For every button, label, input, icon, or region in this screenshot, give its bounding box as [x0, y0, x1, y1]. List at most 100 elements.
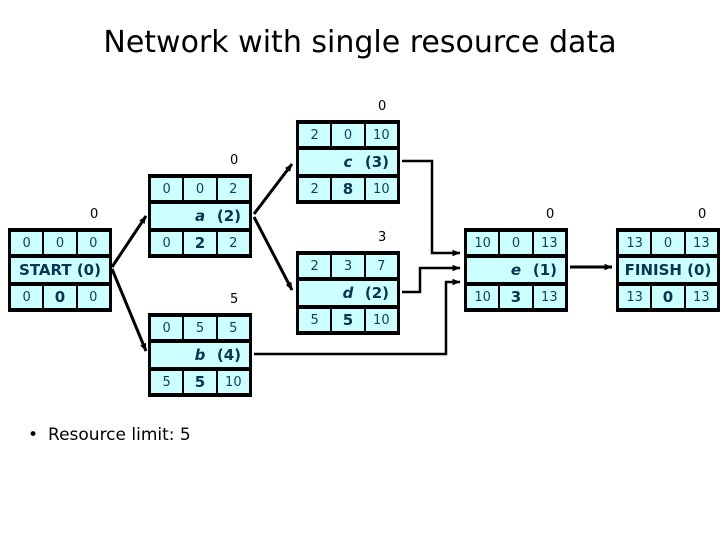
bullet-glyph: •	[28, 424, 39, 445]
node-b-top-cell-0: 0	[151, 317, 183, 339]
node-a-bottom-cell-2: 2	[217, 232, 249, 254]
node-c-bottom-cell-2: 10	[365, 178, 397, 200]
node-start-label-row: START (0)	[11, 258, 109, 282]
node-a-duration: (2)	[216, 207, 241, 225]
node-c-label-row: c (3)	[299, 150, 397, 174]
node-a-bottom-cell-1: 2	[184, 232, 216, 254]
node-a-top-cell-0: 0	[151, 178, 183, 200]
node-start-bottom-cell-1: 0	[44, 286, 76, 308]
node-start-top-cell-1: 0	[44, 232, 76, 254]
node-d-label: d	[342, 284, 354, 302]
node-finish-top-cell-1: 0	[652, 232, 684, 254]
node-finish-label: FINISH (0)	[624, 261, 712, 279]
edge-label-finish: 0	[698, 207, 707, 222]
edge-start-a	[110, 215, 148, 268]
edge-c-e	[402, 159, 461, 257]
node-b-top-cell-2: 5	[217, 317, 249, 339]
node-d-top-cell-2: 7	[365, 255, 397, 277]
node-a-label: a	[194, 207, 206, 225]
resource-limit-text: Resource limit: 5	[48, 425, 191, 445]
node-b-label-row: b(4)	[151, 343, 249, 367]
node-finish-top-cell-2: 13	[685, 232, 717, 254]
node-b-duration: (4)	[216, 346, 241, 364]
node-e-top-cell-2: 13	[533, 232, 565, 254]
node-start-top-cell-0: 0	[11, 232, 43, 254]
node-c-top-cell-1: 0	[332, 124, 364, 146]
node-a-top-cell-2: 2	[217, 178, 249, 200]
node-e-label: e	[510, 261, 522, 279]
footer-bullet: • Resource limit: 5	[28, 425, 191, 445]
edge-a-c	[252, 163, 294, 215]
node-a-top-cell-1: 0	[184, 178, 216, 200]
node-d-top-cell-1: 3	[332, 255, 364, 277]
edge-b-e	[254, 278, 461, 356]
node-b-bottom-cell-0: 5	[151, 371, 183, 393]
node-c-bottom-cell-1: 8	[332, 178, 364, 200]
node-e-bottom-cell-1: 3	[500, 286, 532, 308]
node-a-label-row: a (2)	[151, 204, 249, 228]
node-start-label: START (0)	[19, 261, 101, 279]
edge-label-e: 0	[546, 207, 555, 222]
node-start-bottom-cell-0: 0	[11, 286, 43, 308]
edge-d-e	[402, 264, 461, 294]
node-finish-top-cell-0: 13	[619, 232, 651, 254]
node-b-bottom-cell-2: 10	[217, 371, 249, 393]
node-start-top-cell-2: 0	[77, 232, 109, 254]
node-finish-bottom-cell-1: 0	[652, 286, 684, 308]
node-start-bottom-cell-2: 0	[77, 286, 109, 308]
node-b-top-cell-1: 5	[184, 317, 216, 339]
edge-a-d	[252, 216, 294, 291]
node-b-bottom-cell-1: 5	[184, 371, 216, 393]
node-e-top-cell-0: 10	[467, 232, 499, 254]
edge-label-a: 0	[230, 153, 239, 168]
node-e-bottom-cell-0: 10	[467, 286, 499, 308]
node-d-bottom-cell-1: 5	[332, 309, 364, 331]
node-a-bottom-cell-0: 0	[151, 232, 183, 254]
node-c-label: c	[343, 153, 353, 171]
node-e-duration: (1)	[532, 261, 557, 279]
node-e-label-row: e (1)	[467, 258, 565, 282]
edge-label-start: 0	[90, 207, 99, 222]
node-c-top-cell-0: 2	[299, 124, 331, 146]
node-d-bottom-cell-2: 10	[365, 309, 397, 331]
node-finish-bottom-cell-0: 13	[619, 286, 651, 308]
node-c-bottom-cell-0: 2	[299, 178, 331, 200]
node-d-label-row: d (2)	[299, 281, 397, 305]
node-e-bottom-cell-2: 13	[533, 286, 565, 308]
node-c-duration: (3)	[364, 153, 389, 171]
edge-start-b	[110, 268, 148, 352]
edge-label-d: 3	[378, 230, 387, 245]
node-d-duration: (2)	[364, 284, 389, 302]
node-e-top-cell-1: 0	[500, 232, 532, 254]
node-c-top-cell-2: 10	[365, 124, 397, 146]
node-finish-bottom-cell-2: 13	[685, 286, 717, 308]
node-d-bottom-cell-0: 5	[299, 309, 331, 331]
edge-label-b: 5	[230, 292, 239, 307]
node-d-top-cell-0: 2	[299, 255, 331, 277]
node-finish-label-row: FINISH (0)	[619, 258, 717, 282]
edge-label-c: 0	[378, 99, 387, 114]
